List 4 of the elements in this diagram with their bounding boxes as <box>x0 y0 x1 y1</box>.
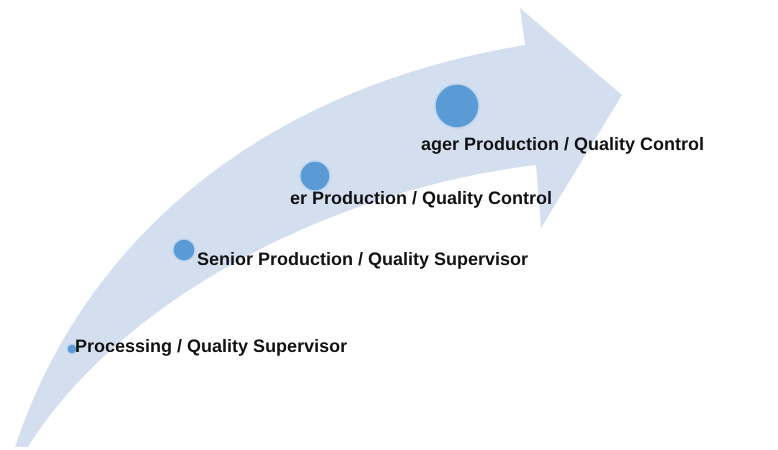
career-step-label: ager Production / Quality Control <box>421 133 704 155</box>
career-step-label: Processing / Quality Supervisor <box>75 335 348 357</box>
career-step-label: Senior Production / Quality Supervisor <box>197 248 528 270</box>
career-step-label: er Production / Quality Control <box>290 187 552 209</box>
